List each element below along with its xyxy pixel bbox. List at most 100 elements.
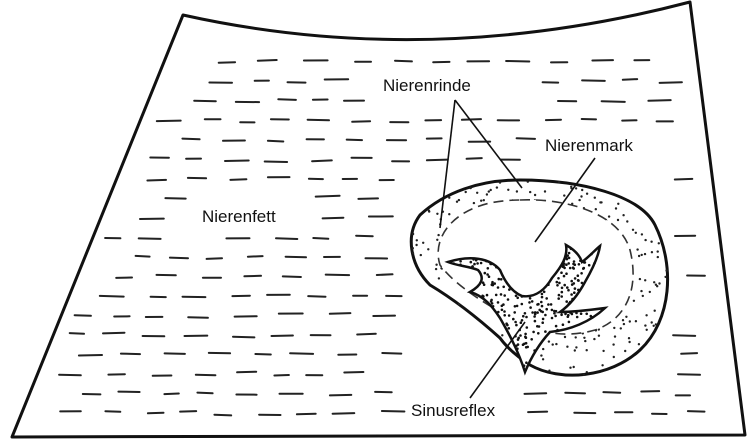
cortex-dot bbox=[483, 199, 485, 201]
sinus-dot bbox=[486, 294, 489, 297]
sinus-dot bbox=[569, 301, 572, 304]
sinus-dot bbox=[534, 313, 537, 316]
sinus-dot bbox=[558, 282, 561, 285]
cortex-dot bbox=[427, 248, 429, 250]
sinus-dot bbox=[579, 260, 582, 263]
fat-dash bbox=[276, 238, 297, 239]
fat-dash bbox=[237, 372, 256, 373]
cortex-dot bbox=[594, 197, 596, 199]
cortex-dot bbox=[412, 247, 414, 249]
fat-dash bbox=[316, 196, 340, 197]
sinus-dot bbox=[544, 314, 547, 317]
cortex-dot bbox=[456, 201, 458, 203]
sinus-dot bbox=[485, 260, 488, 263]
sinus-dot bbox=[583, 267, 586, 270]
cortex-dot bbox=[613, 327, 615, 329]
cortex-dot bbox=[516, 190, 518, 192]
fat-dash bbox=[283, 276, 301, 277]
cortex-dot bbox=[581, 189, 583, 191]
fat-dash bbox=[602, 101, 625, 102]
cortex-dot bbox=[586, 193, 588, 195]
sinus-dot bbox=[561, 291, 564, 294]
sinus-dot bbox=[558, 294, 561, 297]
cortex-dot bbox=[665, 269, 667, 271]
cortex-dot bbox=[617, 219, 619, 221]
cortex-dot bbox=[555, 343, 557, 345]
cortex-dot bbox=[488, 190, 490, 192]
sinus-dot bbox=[563, 275, 566, 278]
fat-dash bbox=[382, 353, 401, 354]
sinus-dot bbox=[476, 262, 479, 265]
cortex-dot bbox=[655, 323, 657, 325]
cortex-dot bbox=[575, 346, 577, 348]
sinus-dot bbox=[566, 254, 569, 257]
fat-dash bbox=[358, 198, 378, 199]
sinus-dot bbox=[569, 311, 572, 314]
cortex-dot bbox=[628, 341, 630, 343]
fat-dash bbox=[136, 256, 150, 257]
fat-dash bbox=[278, 99, 296, 100]
sinus-dot bbox=[556, 281, 559, 284]
cortex-dot bbox=[624, 350, 626, 352]
sinus-dot bbox=[542, 318, 545, 321]
cortex-dot bbox=[496, 186, 498, 188]
sinus-dot bbox=[489, 263, 492, 266]
sinus-dot bbox=[531, 311, 534, 314]
sinus-dot bbox=[591, 316, 594, 319]
sinus-dot bbox=[551, 317, 554, 320]
cortex-dot bbox=[490, 189, 492, 191]
cortex-dot bbox=[626, 220, 628, 222]
fat-dash bbox=[147, 180, 166, 181]
fat-dash bbox=[265, 162, 287, 163]
cortex-dot bbox=[658, 282, 660, 284]
kidney bbox=[411, 180, 668, 376]
fat-dash bbox=[382, 411, 405, 412]
cortex-dot bbox=[635, 320, 637, 322]
sinus-dot bbox=[525, 346, 528, 349]
sinus-dot bbox=[512, 318, 515, 321]
sinus-dot bbox=[513, 311, 516, 314]
label-fat: Nierenfett bbox=[202, 207, 276, 226]
sinus-dot bbox=[516, 297, 519, 300]
fat-dash bbox=[139, 238, 161, 239]
fat-dash bbox=[333, 413, 355, 414]
fat-dash bbox=[272, 336, 293, 337]
sinus-dot bbox=[580, 272, 583, 275]
sinus-dot bbox=[571, 298, 574, 301]
cortex-dot bbox=[569, 367, 571, 369]
sinus-dot bbox=[519, 334, 522, 337]
sinus-dot bbox=[497, 286, 500, 289]
sinus-dot bbox=[554, 315, 557, 318]
sinus-dot bbox=[537, 332, 540, 335]
fat-dash bbox=[100, 296, 124, 297]
sinus-dot bbox=[553, 312, 556, 315]
sinus-dot bbox=[538, 309, 541, 312]
sinus-dot bbox=[536, 311, 539, 314]
sinus-dot bbox=[500, 278, 503, 281]
cortex-dot bbox=[608, 215, 610, 217]
cortex-dot bbox=[620, 327, 622, 329]
cortex-dot bbox=[507, 189, 509, 191]
sinus-dot bbox=[551, 309, 554, 312]
fat-dash bbox=[297, 414, 316, 415]
sinus-dot bbox=[531, 300, 534, 303]
sinus-dot bbox=[530, 338, 533, 341]
sinus-dot bbox=[495, 266, 498, 269]
fat-dash bbox=[268, 141, 283, 142]
fat-dash bbox=[233, 337, 254, 338]
cortex-dot bbox=[656, 285, 658, 287]
sinus-dot bbox=[459, 260, 462, 263]
cortex-dot bbox=[640, 290, 642, 292]
sinus-dot bbox=[562, 323, 565, 326]
sinus-dot bbox=[567, 289, 570, 292]
cortex-dot bbox=[486, 193, 488, 195]
cortex-dot bbox=[570, 186, 572, 188]
sinus-dot bbox=[514, 321, 517, 324]
fat-dash bbox=[308, 120, 329, 121]
sinus-dot bbox=[573, 282, 576, 285]
sinus-dot bbox=[570, 248, 573, 251]
sinus-dot bbox=[517, 337, 520, 340]
cortex-dot bbox=[415, 244, 417, 246]
cortex-dot bbox=[473, 202, 475, 204]
sinus-dot bbox=[547, 283, 550, 286]
